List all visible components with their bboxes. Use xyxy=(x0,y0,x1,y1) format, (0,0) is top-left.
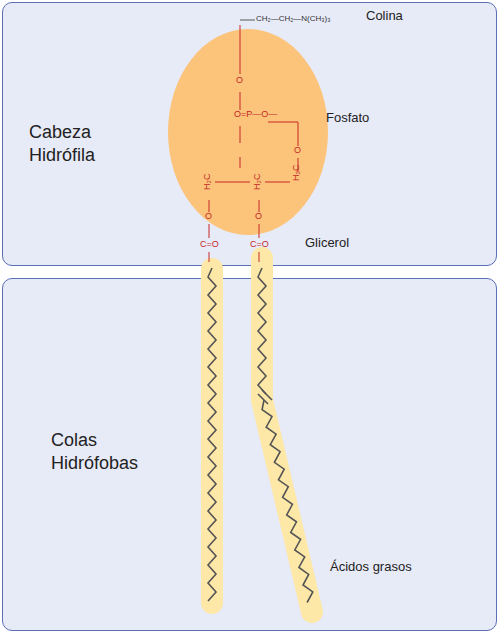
part-name: Ácidos grasos xyxy=(330,560,412,574)
formula: C=O xyxy=(200,240,219,250)
formula: H₂C xyxy=(253,174,263,191)
chem-bonds xyxy=(209,25,298,262)
fatty-acid-chains xyxy=(208,268,313,603)
choline-bond xyxy=(240,20,255,21)
formula: C=O xyxy=(250,240,269,250)
part-name: Glicerol xyxy=(305,236,349,250)
region-heading: Cabeza Hidrófila xyxy=(29,121,139,166)
formula: H₂C xyxy=(203,174,213,191)
formula: O=P—O— xyxy=(234,110,277,120)
atom: O xyxy=(205,212,212,222)
region-heading: Colas Hidrófobas xyxy=(51,429,161,474)
formula: H₂C xyxy=(292,165,302,182)
atom: O xyxy=(294,146,301,156)
tail-band xyxy=(201,258,223,614)
formula: CH₂—CH₂—N(CH₃)₃ xyxy=(256,15,331,24)
head-ellipse xyxy=(168,29,328,235)
part-name: Colina xyxy=(366,9,403,23)
atom: O xyxy=(255,212,262,222)
atom: O xyxy=(236,76,243,86)
tail-band xyxy=(262,258,312,612)
region-band: Colas Hidrófobas xyxy=(2,278,497,631)
part-name: Fosfato xyxy=(326,111,369,125)
